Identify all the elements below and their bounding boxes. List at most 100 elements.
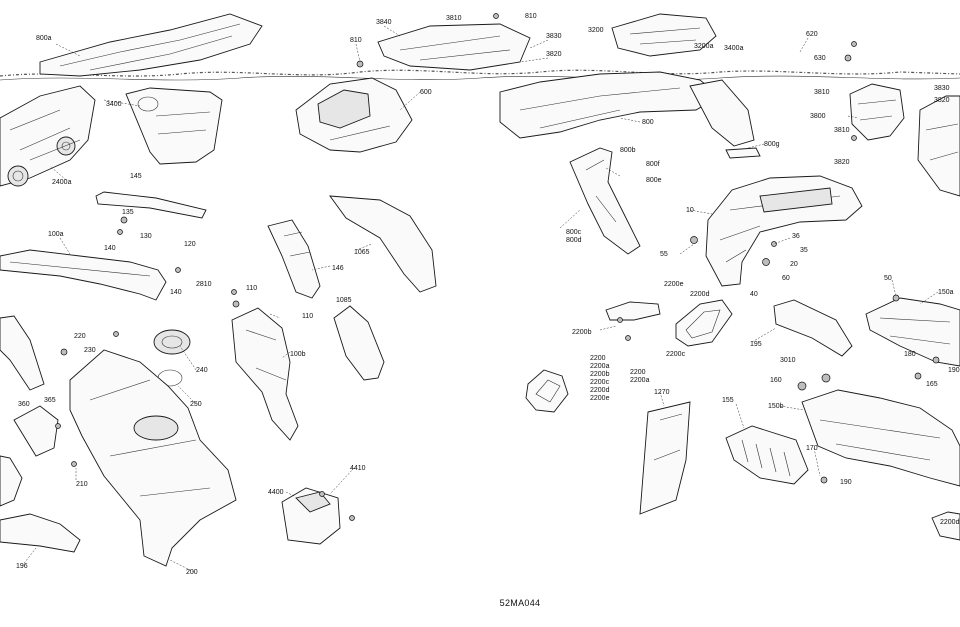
label-1065: 1065	[354, 249, 370, 256]
label-250: 250	[190, 401, 202, 408]
label-110: 110	[246, 285, 257, 292]
label-50: 50	[884, 275, 892, 282]
part-800g-panel	[689, 79, 761, 159]
part-150a-side-panel	[865, 297, 960, 367]
label-60: 60	[782, 275, 790, 282]
label-4400: 4400	[268, 489, 284, 496]
label-365: 365	[44, 397, 56, 404]
part-3200-glovebox	[611, 13, 717, 57]
label-1270: 1270	[654, 389, 670, 396]
part-right-edge-panel	[931, 511, 960, 541]
label-3010: 3010	[780, 357, 796, 364]
part-146-bracket	[267, 219, 321, 299]
part-3830-right-panel	[917, 95, 960, 197]
label-55: 55	[660, 251, 668, 258]
label-150a: 150a	[938, 289, 954, 296]
label-2810: 2810	[196, 281, 212, 288]
drawing-reference-id: 52MA044	[499, 598, 541, 608]
label-110-b: 110	[302, 313, 313, 320]
label-4410: 4410	[350, 465, 366, 472]
label-3200: 3200	[588, 27, 604, 34]
label-620: 620	[806, 31, 818, 38]
part-800a-fairing	[39, 13, 263, 77]
label-180: 180	[904, 351, 916, 358]
part-4400-module	[281, 487, 341, 545]
label-3400a: 3400a	[724, 45, 744, 52]
label-3400: 3400	[106, 101, 122, 108]
part-195-trim	[773, 299, 853, 357]
label-170: 170	[806, 445, 818, 452]
label-2200e-list: 2200e	[590, 395, 610, 402]
label-800f: 800f	[646, 161, 660, 168]
part-200-center-body	[69, 349, 237, 567]
label-200: 200	[186, 569, 198, 576]
label-150b: 150b	[768, 403, 784, 410]
label-810-b: 810	[525, 13, 537, 20]
label-196: 196	[16, 563, 28, 570]
part-145-trim-strip	[95, 191, 207, 219]
section-break-line	[0, 69, 960, 77]
part-800-side-fairing	[499, 71, 721, 139]
label-140-b: 140	[170, 289, 182, 296]
label-3810: 3810	[446, 15, 462, 22]
label-800g: 800g	[764, 141, 780, 148]
label-240: 240	[196, 367, 208, 374]
label-145: 145	[130, 173, 142, 180]
label-2200-list-1: 2200	[590, 355, 606, 362]
fastener-hardware-group	[55, 13, 940, 521]
label-3840: 3840	[376, 19, 392, 26]
label-360: 360	[18, 401, 30, 408]
part-360-trim	[13, 405, 59, 457]
label-130: 130	[140, 233, 152, 240]
part-155-vent-grille	[725, 425, 809, 485]
label-155: 155	[722, 397, 734, 404]
label-2200a-list: 2200a	[590, 363, 610, 370]
part-600-gauge-housing	[295, 77, 413, 153]
label-3810-b: 3810	[814, 89, 830, 96]
label-3820-b: 3820	[934, 97, 950, 104]
label-40: 40	[750, 291, 758, 298]
label-600: 600	[420, 89, 432, 96]
label-160: 160	[770, 377, 782, 384]
label-3810-c: 3810	[834, 127, 850, 134]
label-210: 210	[76, 481, 88, 488]
label-800: 800	[642, 119, 654, 126]
part-100a-side-rail	[0, 249, 167, 301]
label-2200c-list: 2200c	[590, 379, 610, 386]
label-165: 165	[926, 381, 938, 388]
label-2200a-b: 2200a	[630, 377, 650, 384]
label-1085: 1085	[336, 297, 352, 304]
label-800c: 800c	[566, 229, 582, 236]
label-2200c: 2200c	[666, 351, 686, 358]
label-800b: 800b	[620, 147, 636, 154]
part-3800-bracket	[849, 83, 905, 141]
label-10: 10	[686, 207, 694, 214]
label-35: 35	[800, 247, 808, 254]
label-3820: 3820	[546, 51, 562, 58]
part-1065-panel	[329, 195, 437, 293]
part-240-gasket	[153, 329, 191, 355]
part-100b-side-panel	[231, 307, 299, 441]
label-2200-b: 2200	[630, 369, 646, 376]
label-2200d-list: 2200d	[590, 387, 610, 394]
label-100b: 100b	[290, 351, 306, 358]
label-2400a: 2400a	[52, 179, 72, 186]
part-1270-windscreen-panel	[639, 401, 691, 515]
label-800d: 800d	[566, 237, 582, 244]
label-190-b: 190	[840, 479, 852, 486]
label-135: 135	[122, 209, 134, 216]
part-2200-mirror-frame	[525, 299, 733, 413]
part-3400-storage-bin	[125, 87, 223, 165]
label-146: 146	[332, 265, 344, 272]
part-1085-cover	[333, 305, 385, 381]
label-3200a: 3200a	[694, 43, 714, 50]
label-190: 190	[948, 367, 960, 374]
label-195: 195	[750, 341, 762, 348]
part-10-front-nose	[705, 175, 863, 287]
label-140: 140	[104, 245, 116, 252]
part-150b-lower-panel	[801, 389, 960, 487]
label-2200d: 2200d	[690, 291, 710, 298]
part-2400a-headlight-assembly	[0, 85, 96, 187]
label-120: 120	[184, 241, 196, 248]
label-3820-c: 3820	[834, 159, 850, 166]
